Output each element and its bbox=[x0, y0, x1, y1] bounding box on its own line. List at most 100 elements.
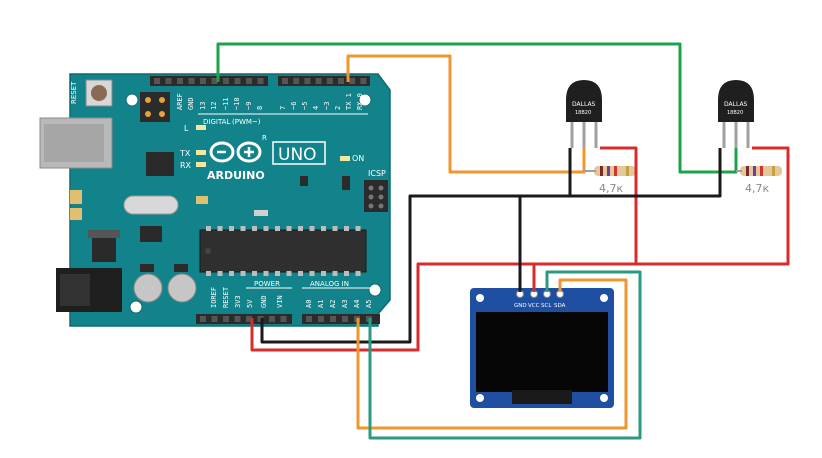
chip-pin bbox=[355, 271, 361, 276]
brand-label: ARDUINO bbox=[207, 169, 265, 182]
chip-pin bbox=[275, 271, 280, 276]
power-pin-label: IOREF bbox=[210, 287, 218, 308]
header-hole[interactable] bbox=[304, 78, 311, 84]
digital-pin-label: ~5 bbox=[301, 102, 309, 110]
header-hole[interactable] bbox=[234, 78, 241, 84]
header-hole[interactable] bbox=[349, 78, 356, 84]
capacitor bbox=[167, 273, 197, 303]
header-hole[interactable] bbox=[315, 78, 322, 84]
digital-pin-label: 4 bbox=[312, 106, 320, 110]
arduino-uno-board: RESET ARDUINO UNO R L bbox=[39, 73, 391, 327]
header-hole[interactable] bbox=[360, 78, 367, 84]
chip-pin bbox=[263, 226, 269, 231]
chip-pin bbox=[309, 226, 315, 231]
header-hole[interactable] bbox=[211, 316, 218, 322]
oled-ribbon bbox=[512, 390, 572, 404]
header-hole[interactable] bbox=[326, 78, 333, 84]
chip-pins-bottom bbox=[206, 271, 361, 276]
analog-pin-label: A1 bbox=[317, 300, 325, 308]
capacitor bbox=[133, 273, 163, 303]
chip-pin bbox=[344, 226, 349, 231]
chip-pins-top bbox=[206, 226, 361, 231]
header-hole[interactable] bbox=[269, 316, 275, 322]
voltage-regulator bbox=[92, 236, 116, 262]
oled-pin-label: VCC bbox=[528, 303, 540, 309]
mounting-hole bbox=[129, 300, 143, 314]
digital-pin-label: ~9 bbox=[245, 102, 253, 110]
header-hole[interactable] bbox=[342, 316, 348, 322]
header-hole[interactable] bbox=[306, 316, 312, 322]
header-hole[interactable] bbox=[188, 78, 195, 84]
header-hole[interactable] bbox=[338, 78, 344, 84]
analog-pin-label: A5 bbox=[365, 300, 373, 308]
header-hole[interactable] bbox=[200, 78, 206, 84]
led-l-label: L bbox=[184, 124, 189, 133]
registered-mark: R bbox=[262, 134, 267, 142]
header-hole[interactable] bbox=[165, 78, 172, 84]
chip-pin bbox=[286, 271, 292, 276]
header-hole[interactable] bbox=[246, 316, 252, 322]
led-rx-label: RX bbox=[180, 161, 192, 170]
sensor-1-text-line1: DALLAS bbox=[572, 101, 596, 108]
wires bbox=[216, 42, 790, 440]
sensor-1-text-line2: 18B20 bbox=[575, 110, 591, 116]
digital-pin-label: ~11 bbox=[222, 97, 230, 110]
header-hole[interactable] bbox=[234, 316, 241, 322]
chip-pin bbox=[206, 226, 211, 231]
header-hole[interactable] bbox=[223, 316, 229, 322]
resistor-1-label: 4,7к bbox=[599, 182, 623, 195]
model-label: UNO bbox=[278, 145, 317, 165]
smd-component bbox=[70, 190, 82, 204]
header-hole[interactable] bbox=[257, 78, 264, 84]
icsp-header bbox=[364, 180, 388, 212]
resistor-1 bbox=[594, 166, 636, 176]
header-hole[interactable] bbox=[211, 78, 218, 84]
chip-pin bbox=[240, 271, 246, 276]
wire-red-vcc bbox=[250, 146, 790, 352]
power-label: POWER bbox=[254, 280, 280, 288]
atmega-microcontroller bbox=[199, 229, 367, 273]
smd-component bbox=[70, 208, 82, 220]
mounting-hole bbox=[368, 283, 382, 297]
resistor-2-label: 4,7к bbox=[745, 182, 769, 195]
header-hole[interactable] bbox=[154, 78, 160, 84]
chip-pin bbox=[298, 271, 303, 276]
header-hole[interactable] bbox=[280, 316, 287, 322]
sensor-2-text-line2: 18B20 bbox=[727, 110, 743, 116]
icsp-label: ICSP bbox=[368, 169, 386, 178]
top-header-holes bbox=[154, 78, 367, 84]
chip-pin bbox=[217, 271, 223, 276]
chip-pin bbox=[217, 226, 223, 231]
oled-screen bbox=[476, 312, 608, 392]
led-tx-label: TX bbox=[179, 149, 191, 158]
header-hole[interactable] bbox=[246, 78, 252, 84]
chip-pin bbox=[344, 271, 349, 276]
oled-pin-label: GND bbox=[514, 303, 527, 309]
oled-mount-hole bbox=[600, 394, 608, 402]
header-hole[interactable] bbox=[223, 78, 229, 84]
power-header bbox=[196, 314, 292, 324]
wire-black-gnd bbox=[260, 148, 722, 344]
chip-pin bbox=[240, 226, 246, 231]
header-hole[interactable] bbox=[330, 316, 336, 322]
oled-mount-hole bbox=[476, 394, 484, 402]
chip-pin bbox=[298, 226, 303, 231]
pwm-label: (PWM~) bbox=[232, 118, 261, 126]
digital-pin-label: 7 bbox=[279, 106, 287, 110]
power-pin-label: 5V bbox=[246, 299, 254, 308]
header-hole[interactable] bbox=[293, 78, 300, 84]
aref-label: AREF bbox=[176, 93, 184, 110]
header-hole[interactable] bbox=[200, 316, 206, 322]
gnd-top-label: GND bbox=[187, 97, 195, 110]
header-hole[interactable] bbox=[318, 316, 324, 322]
analog-pin-label: A0 bbox=[305, 300, 313, 308]
digital-pin-label: 2 bbox=[334, 106, 342, 110]
header-hole[interactable] bbox=[282, 78, 288, 84]
chip-pin bbox=[263, 271, 269, 276]
header-hole[interactable] bbox=[177, 78, 183, 84]
